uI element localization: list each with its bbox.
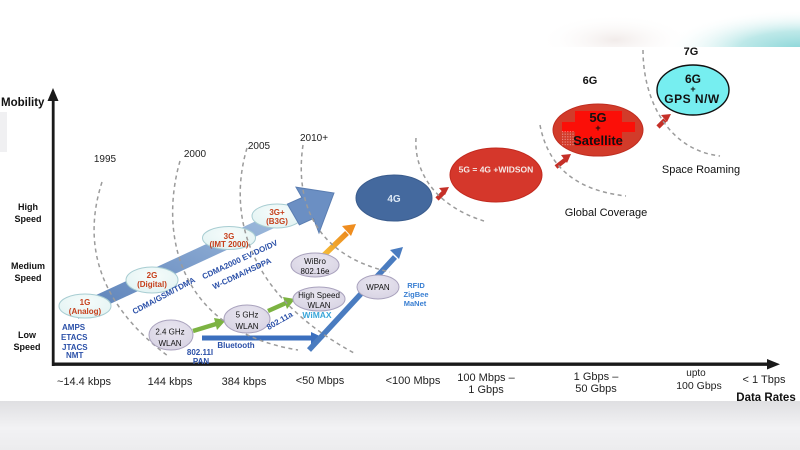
svg-text:Speed: Speed: [13, 342, 40, 352]
svg-text:1 Gbps –: 1 Gbps –: [574, 371, 620, 383]
svg-text:2000: 2000: [184, 149, 207, 160]
svg-text:1G: 1G: [80, 298, 91, 307]
svg-text:Global Coverage: Global Coverage: [565, 207, 648, 219]
svg-text:WLAN: WLAN: [307, 301, 330, 310]
svg-text:5G = 4G +WIDSON: 5G = 4G +WIDSON: [459, 165, 534, 175]
svg-text:ZigBee: ZigBee: [403, 290, 428, 299]
svg-text:802.16e: 802.16e: [301, 267, 330, 276]
svg-text:144 kbps: 144 kbps: [148, 376, 193, 388]
svg-text:GPS N/W: GPS N/W: [664, 92, 720, 106]
svg-text:High: High: [18, 202, 38, 212]
svg-text:100 Mbps –: 100 Mbps –: [457, 372, 515, 384]
svg-text:(IMT 2000): (IMT 2000): [209, 240, 248, 249]
svg-text:RFID: RFID: [407, 281, 425, 290]
svg-text:WPAN: WPAN: [366, 283, 390, 292]
svg-text:5 GHz: 5 GHz: [236, 311, 259, 320]
svg-text:(Analog): (Analog): [69, 307, 102, 316]
svg-text:5G: 5G: [589, 110, 606, 125]
svg-text:Bluetooth: Bluetooth: [217, 341, 254, 350]
svg-text:Low: Low: [18, 330, 37, 340]
svg-text:50 Gbps: 50 Gbps: [575, 383, 617, 395]
svg-text:WiMAX: WiMAX: [302, 310, 332, 320]
svg-text:AMPS: AMPS: [62, 323, 86, 332]
svg-text:upto: upto: [686, 368, 706, 379]
svg-text:1995: 1995: [94, 154, 117, 165]
svg-text:<100 Mbps: <100 Mbps: [386, 375, 441, 387]
svg-text:< 1 Tbps: < 1 Tbps: [743, 374, 786, 386]
svg-text:PAN: PAN: [193, 357, 210, 366]
svg-text:(B3G): (B3G): [266, 217, 288, 226]
svg-text:2.4 GHz: 2.4 GHz: [155, 328, 184, 337]
svg-text:Space Roaming: Space Roaming: [662, 164, 740, 176]
svg-text:3G+: 3G+: [269, 208, 285, 217]
svg-text:2010+: 2010+: [300, 133, 328, 144]
svg-text:MaNet: MaNet: [404, 299, 427, 308]
svg-text:2005: 2005: [248, 141, 271, 152]
svg-text:WiBro: WiBro: [304, 257, 326, 266]
svg-text:Mobility: Mobility: [1, 97, 45, 109]
svg-text:Satellite: Satellite: [573, 133, 623, 148]
svg-text:4G: 4G: [387, 194, 401, 205]
svg-text:NMT: NMT: [66, 351, 83, 360]
svg-text:+: +: [690, 84, 695, 94]
svg-text:3G: 3G: [224, 232, 235, 241]
svg-text:Speed: Speed: [14, 273, 41, 283]
svg-text:<50 Mbps: <50 Mbps: [296, 375, 345, 387]
svg-text:100 Gbps: 100 Gbps: [676, 380, 722, 392]
svg-text:WLAN: WLAN: [235, 322, 258, 331]
svg-text:2G: 2G: [147, 271, 158, 280]
svg-text:802.11I: 802.11I: [187, 348, 213, 357]
svg-text:Data Rates: Data Rates: [736, 392, 795, 404]
svg-text:(Digital): (Digital): [137, 280, 167, 289]
svg-text:6G: 6G: [583, 75, 598, 87]
svg-text:JTACS: JTACS: [62, 343, 88, 352]
svg-text:384 kbps: 384 kbps: [222, 376, 267, 388]
svg-text:+: +: [595, 123, 600, 133]
svg-text:Speed: Speed: [14, 214, 41, 224]
svg-text:6G: 6G: [685, 72, 701, 86]
svg-text:7G: 7G: [684, 46, 699, 58]
svg-text:High Speed: High Speed: [298, 291, 340, 300]
svg-text:ETACS: ETACS: [61, 333, 88, 342]
svg-text:Medium: Medium: [11, 261, 45, 271]
svg-text:~14.4 kbps: ~14.4 kbps: [57, 376, 112, 388]
svg-text:1 Gbps: 1 Gbps: [468, 384, 504, 396]
svg-text:WLAN: WLAN: [158, 339, 181, 348]
